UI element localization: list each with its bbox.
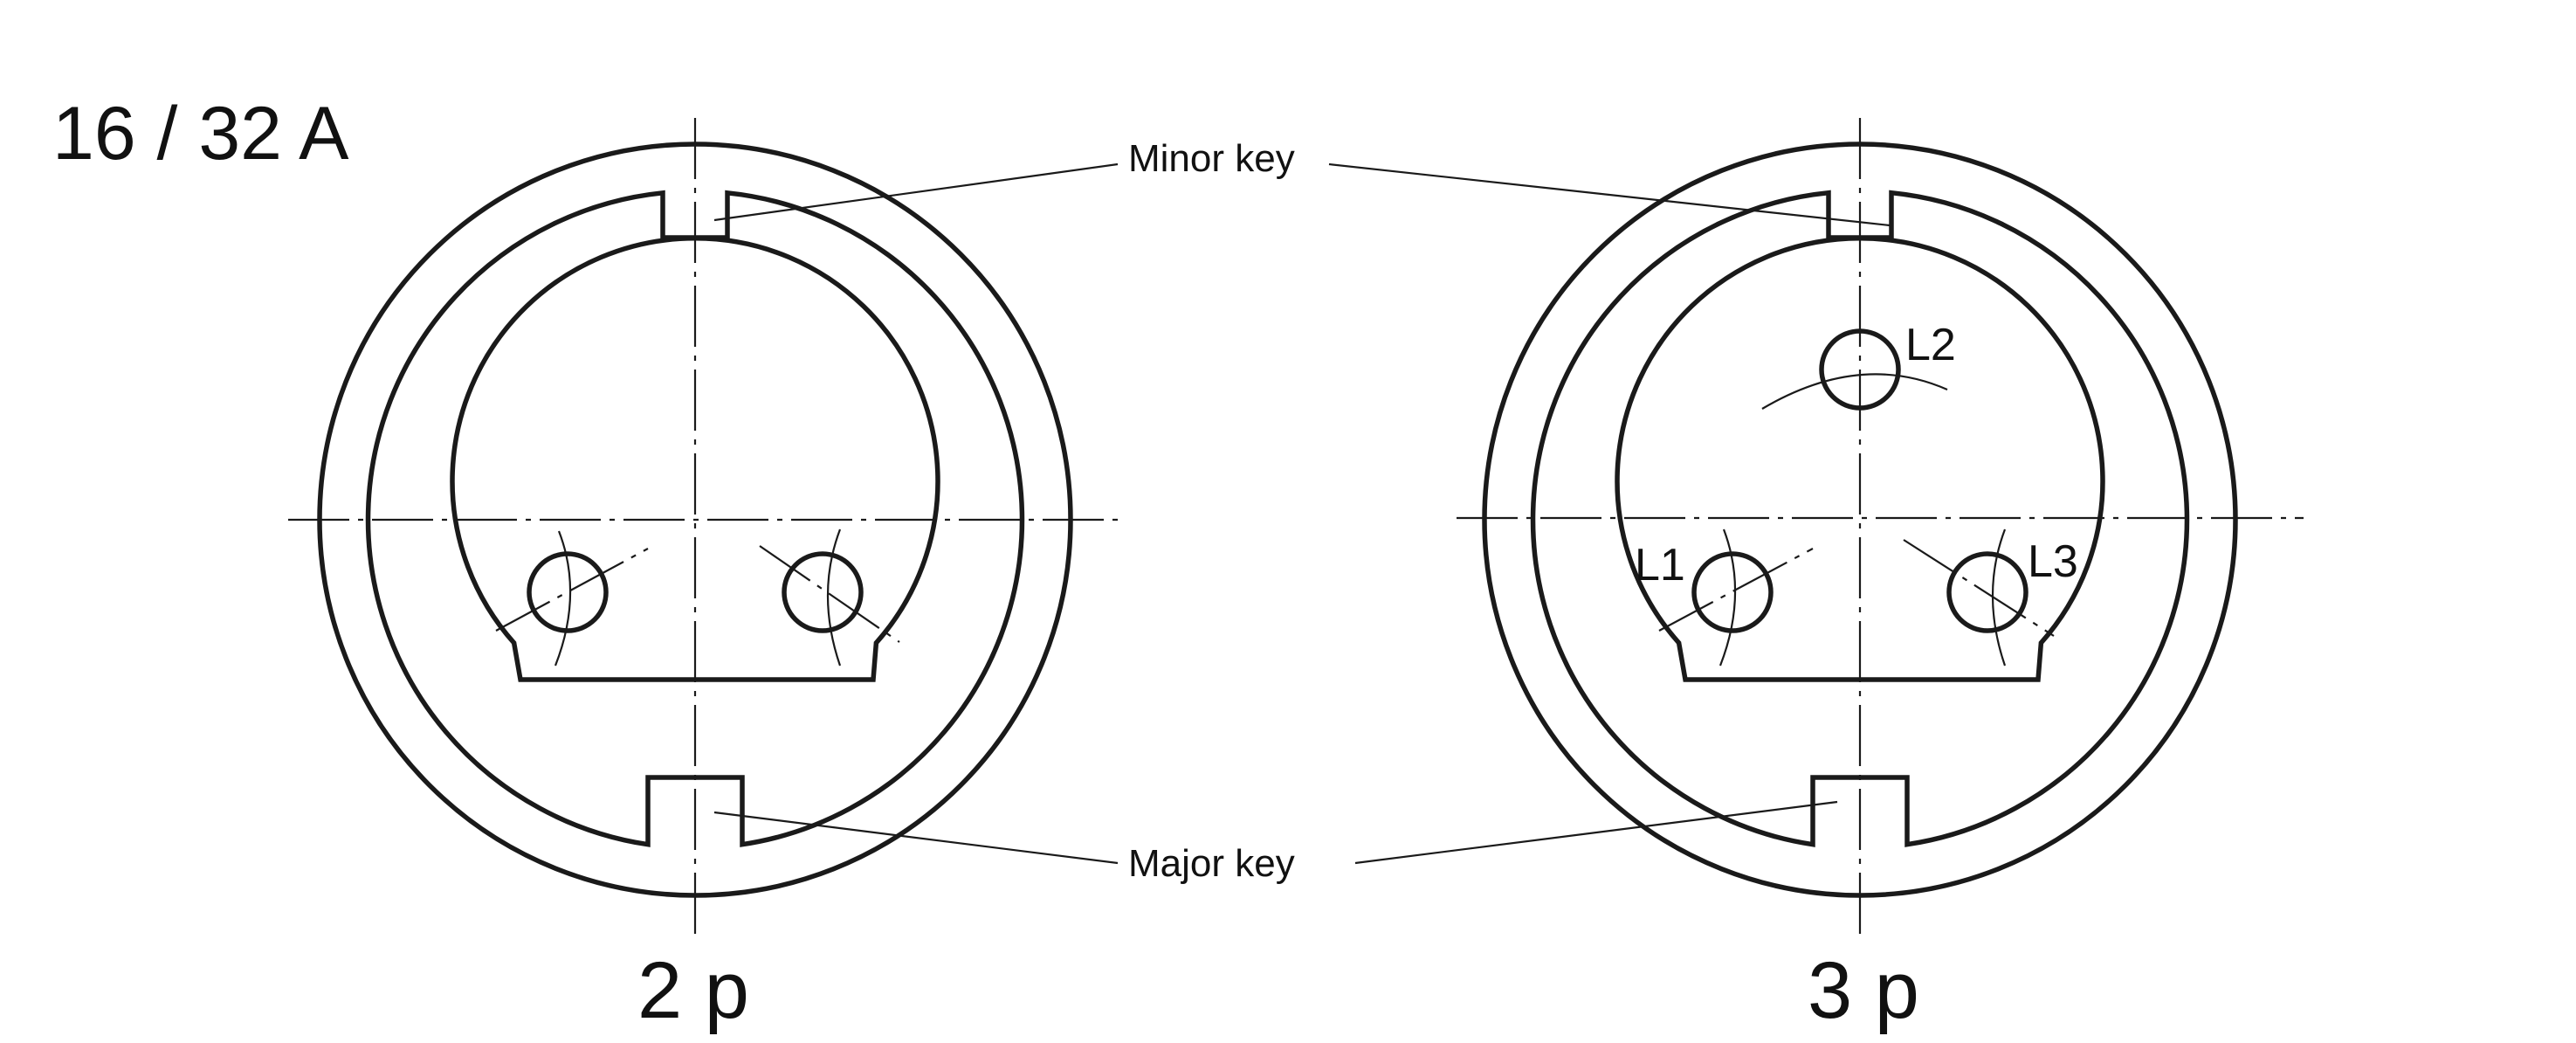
inner-ring-with-keys [1530,190,2190,847]
insert-face [450,236,940,682]
minor-key-leader [1328,162,1891,227]
inner-ring-with-keys [365,190,1025,847]
pin-label-l2: L2 [1905,320,1956,370]
pin-label-l1: L1 [1635,540,1685,591]
pin-l1 [1691,551,1774,633]
major-key-leader [713,811,1119,865]
construction-arc [1718,528,1737,667]
pin-contact [782,551,864,633]
rating-heading: 16 / 32 A [52,92,349,176]
connector-2p [288,118,1126,939]
connector-3p: L2 L1 L3 [1457,118,2304,939]
minor-key-leader [713,162,1119,222]
construction-arc [826,528,842,667]
pin-l3 [1946,551,2028,633]
insert-face [1615,236,2105,682]
major-key-leader [1354,800,1838,865]
pole-count-label: 3 p [1808,946,1919,1035]
major-key-label: Major key [1128,842,1295,885]
pin-contact [527,551,609,633]
pin-axis [1658,548,1814,632]
minor-key-label: Minor key [1128,137,1295,180]
pole-count-label: 2 p [637,946,749,1035]
pin-axis [759,545,900,643]
pin-axis [495,548,649,632]
pin-axis [1903,539,2055,637]
construction-arc [554,530,572,667]
pin-label-l3: L3 [2028,536,2078,587]
construction-arc [1761,373,1948,410]
